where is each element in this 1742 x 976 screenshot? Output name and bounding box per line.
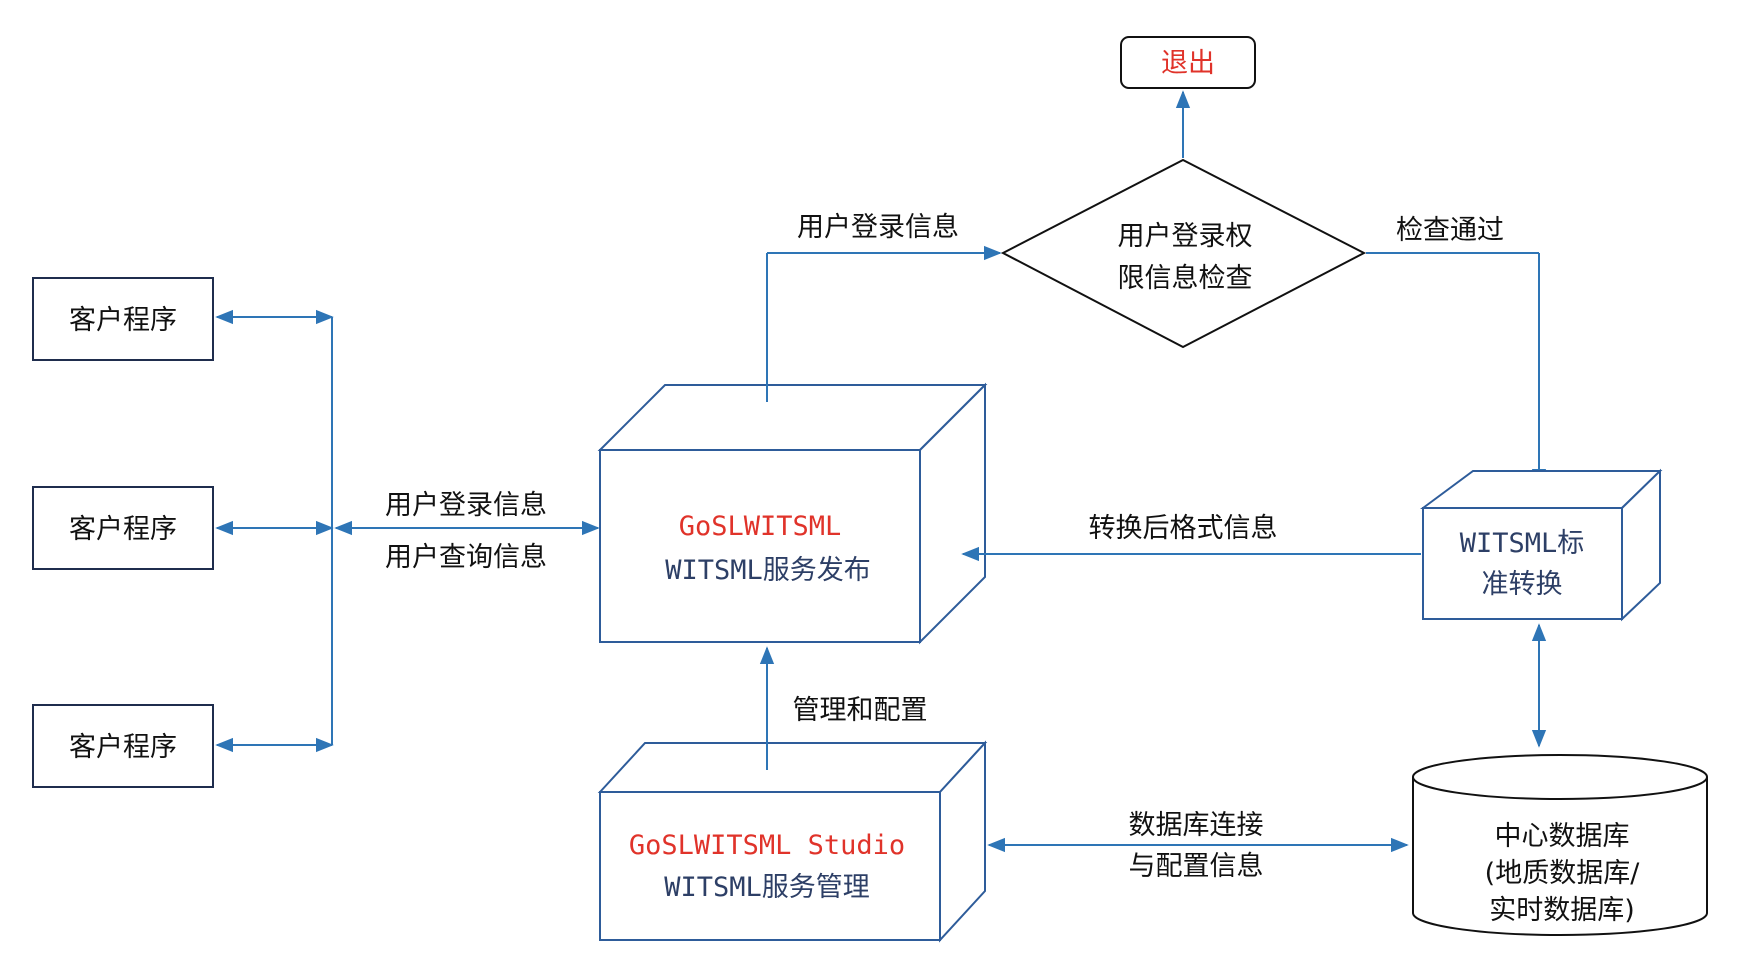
manage-config-label: 管理和配置 (793, 695, 928, 726)
login-info-top-label: 用户登录信息 (797, 212, 959, 243)
db-connect-label-1: 数据库连接 (1129, 810, 1264, 841)
publish-service-cube: GoSLWITSML WITSML服务发布 (597, 382, 988, 645)
client-program-label: 客户程序 (69, 305, 177, 336)
publish-subtitle: WITSML服务发布 (665, 555, 871, 586)
client-program-label: 客户程序 (69, 732, 177, 763)
publish-title: GoSLWITSML (679, 511, 842, 542)
client-program-box-2: 客户程序 (32, 486, 214, 570)
studio-management-cube: GoSLWITSML Studio WITSML服务管理 (597, 740, 988, 943)
client-program-box-3: 客户程序 (32, 704, 214, 788)
studio-subtitle: WITSML服务管理 (664, 872, 870, 903)
convert-line-1: WITSML标 (1460, 528, 1585, 559)
login-info-label: 用户登录信息 (385, 490, 547, 521)
exit-box: 退出 (1120, 36, 1256, 89)
client-connectors (215, 309, 600, 753)
check-passed-connector (1366, 252, 1547, 487)
studio-title: GoSLWITSML Studio (629, 830, 905, 861)
database-line-2: (地质数据库/ (1485, 858, 1641, 889)
central-database-cylinder: 中心数据库 (地质数据库/ 实时数据库) (1412, 754, 1708, 936)
witsml-convert-cube: WITSML标 准转换 (1419, 468, 1663, 622)
query-info-label: 用户查询信息 (385, 542, 547, 573)
exit-label: 退出 (1161, 48, 1215, 79)
decision-line-1: 用户登录权 (1118, 221, 1253, 252)
database-line-1: 中心数据库 (1495, 821, 1630, 852)
permission-check-diamond: 用户登录权 限信息检查 (1000, 158, 1367, 349)
converted-info-label: 转换后格式信息 (1089, 513, 1278, 544)
decision-line-2: 限信息检查 (1118, 263, 1253, 294)
convert-line-2: 准转换 (1482, 569, 1563, 600)
check-passed-label: 检查通过 (1396, 215, 1504, 246)
client-program-box-1: 客户程序 (32, 277, 214, 361)
login-to-decision-connector (766, 245, 1002, 402)
db-connect-label-2: 与配置信息 (1129, 851, 1264, 882)
database-line-3: 实时数据库) (1489, 895, 1635, 926)
client-program-label: 客户程序 (69, 514, 177, 545)
